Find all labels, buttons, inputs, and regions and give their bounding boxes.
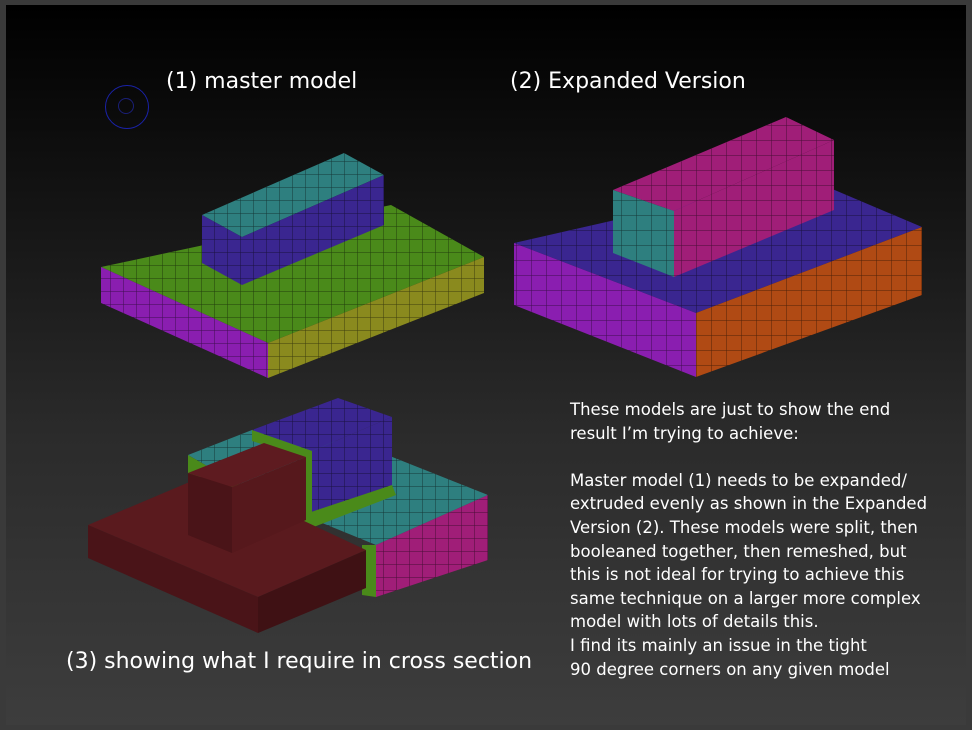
note-line: result I’m trying to achieve: [570, 423, 799, 443]
note-line: These models are just to show the end [570, 400, 891, 419]
note-line: this is not ideal for trying to achieve … [570, 565, 905, 585]
note-line: 90 degree corners on any given model [570, 659, 890, 679]
expanded-version-label: (2) Expanded Version [510, 69, 746, 94]
viewport[interactable]: (1) master model (2) Expanded Version (3… [6, 5, 966, 725]
note-line [570, 445, 950, 469]
note-line: Version (2). These models were split, th… [570, 517, 918, 537]
cross-section-model [88, 398, 488, 633]
note-line: model with lots of details this. [570, 612, 819, 632]
note-line: same technique on a larger more complex [570, 588, 921, 608]
note-line: I find its mainly an issue in the tight [570, 635, 867, 655]
expanded-model [514, 117, 922, 377]
description-note: These models are just to show the end re… [570, 398, 950, 681]
master-model-label: (1) master model [166, 69, 358, 94]
note-line: extruded evenly as shown in the Expanded [570, 494, 928, 514]
model-scene [88, 117, 922, 633]
note-line: Master model (1) needs to be expanded/ [570, 470, 907, 490]
master-model [101, 153, 484, 378]
brush-cursor-icon [105, 85, 149, 129]
cross-section-label: (3) showing what I require in cross sect… [66, 649, 533, 674]
note-line: booleaned together, then remeshed, but [570, 541, 907, 561]
